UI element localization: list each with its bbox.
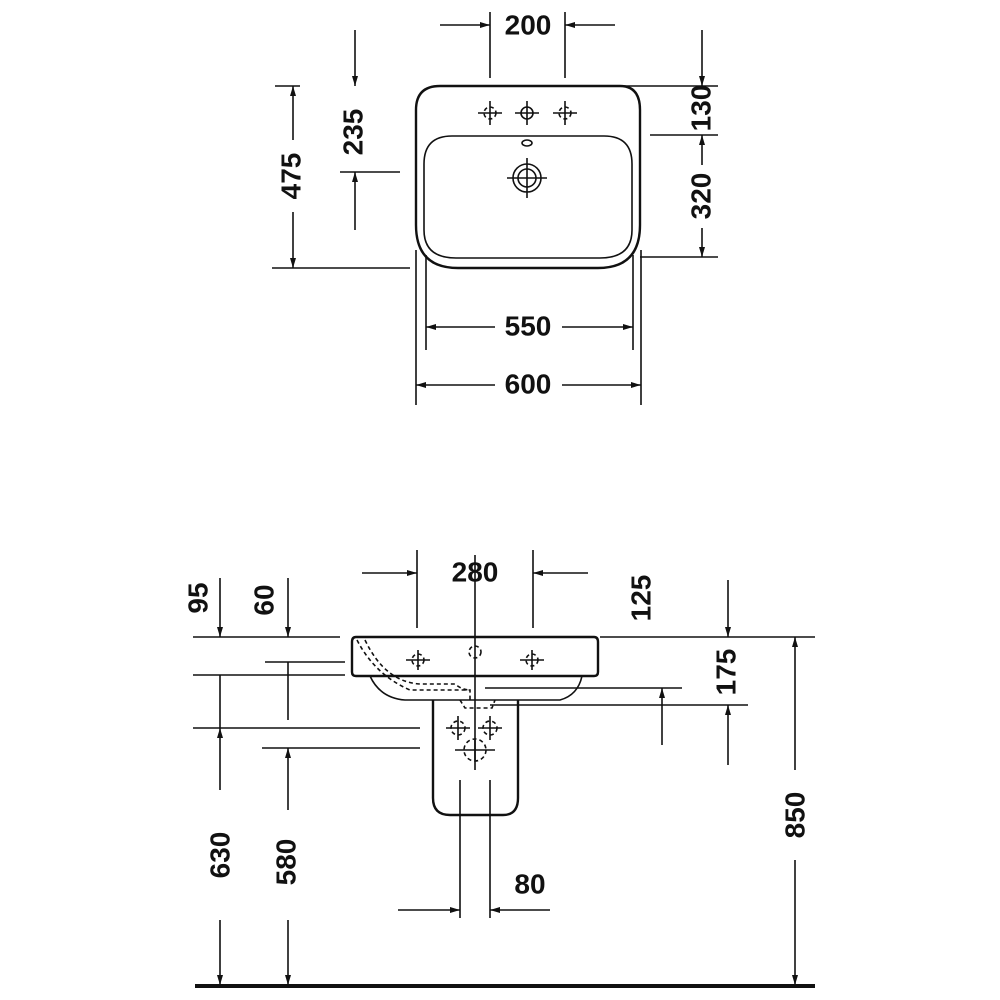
fixing-hole-icons bbox=[406, 645, 544, 770]
dim-475-label: 475 bbox=[275, 153, 306, 200]
pedestal bbox=[431, 700, 520, 817]
dim-130-label: 130 bbox=[685, 85, 716, 132]
dim-600-label: 600 bbox=[505, 368, 552, 399]
side-view: 280 95 630 60 580 125 175 850 80 bbox=[182, 550, 815, 988]
dim-280-label: 280 bbox=[452, 556, 499, 587]
dim-200-label: 200 bbox=[505, 9, 552, 40]
basin-side bbox=[350, 635, 600, 678]
dim-60-label: 60 bbox=[248, 584, 279, 615]
basin-outline bbox=[414, 84, 642, 270]
dim-320-label: 320 bbox=[685, 173, 716, 220]
tap-hole-icons bbox=[478, 101, 577, 147]
dim-550-label: 550 bbox=[505, 310, 552, 341]
dim-175-label: 175 bbox=[710, 649, 741, 696]
dim-125-label: 125 bbox=[625, 575, 656, 622]
top-view: 200 130 320 475 235 550 600 bbox=[272, 9, 718, 405]
dim-235-label: 235 bbox=[337, 109, 368, 156]
dim-80-label: 80 bbox=[514, 868, 545, 899]
dim-630-label: 630 bbox=[204, 832, 235, 879]
dim-850-label: 850 bbox=[779, 792, 810, 839]
dim-580-label: 580 bbox=[270, 839, 301, 886]
basin-bowl bbox=[423, 135, 633, 259]
drain-icon bbox=[507, 158, 547, 198]
dim-95-label: 95 bbox=[182, 582, 213, 613]
